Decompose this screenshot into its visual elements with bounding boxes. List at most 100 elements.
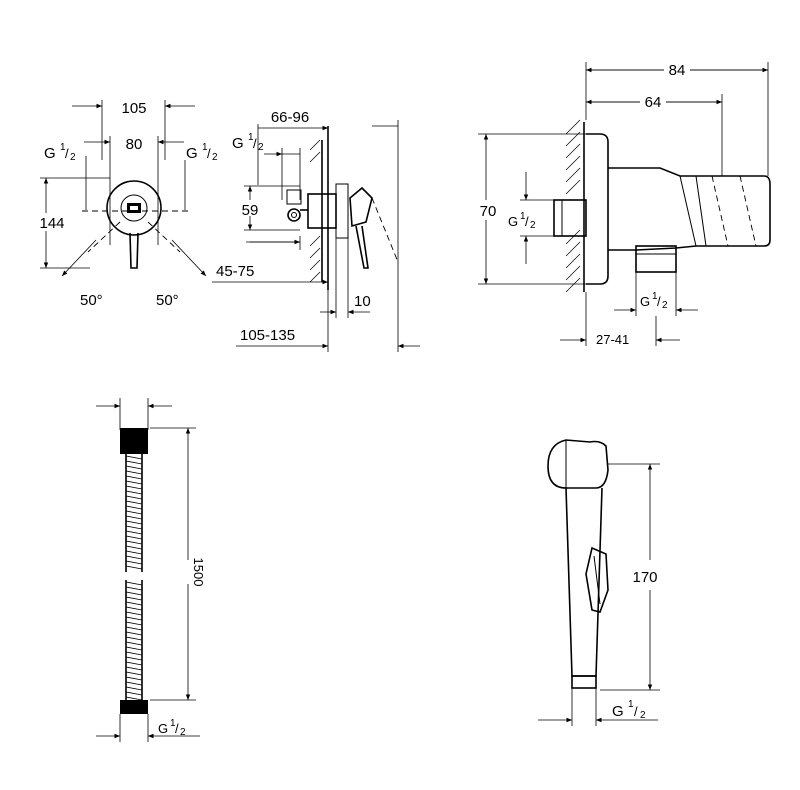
hand-shower-trigger: [585, 546, 609, 613]
thread-hand-shower-g: G: [612, 703, 624, 720]
thread-outlet-inlet-den: 2: [530, 220, 536, 231]
hand-shower-connector: [571, 675, 597, 689]
dim-mixer-height-inner: 59: [242, 202, 259, 219]
dim-hose-length: 1500: [191, 558, 206, 587]
mixer-front-view: 105 80 G 1 / 2 G 1 / 2 144: [34, 100, 218, 309]
hand-shower-head: [547, 439, 609, 489]
hose-view: 1500 G 1 / 2: [96, 398, 206, 742]
thread-mixer-right-den: 2: [212, 152, 218, 163]
thread-outlet-outlet-g: G: [640, 294, 650, 309]
dim-mixer-offset: 10: [354, 293, 371, 310]
dim-mixer-depth-bottom: 105-135: [240, 327, 295, 344]
thread-hand-shower-slash: /: [634, 704, 638, 719]
hose-rib: [125, 691, 143, 696]
dim-mixer-height: 144: [39, 215, 64, 232]
dim-outlet-width-partial: 64: [645, 94, 662, 111]
hose-rib: [125, 545, 143, 550]
hose-rib: [125, 631, 143, 636]
thread-side-den: 2: [258, 142, 264, 153]
hose-rib: [125, 560, 143, 565]
mixer-rosette: [106, 180, 162, 236]
thread-side-g: G: [232, 135, 244, 152]
hose-rib: [125, 651, 143, 656]
hose-rib: [125, 470, 143, 475]
thread-outlet-outlet-slash: /: [657, 294, 661, 309]
hose-rib: [125, 586, 143, 591]
dim-hand-shower-height: 170: [632, 569, 657, 586]
mixer-lever: [129, 232, 139, 269]
thread-mixer-left-den: 2: [70, 152, 76, 163]
thread-mixer-left-g: G: [44, 145, 56, 162]
hose-rib: [125, 581, 143, 586]
thread-outlet-outlet-den: 2: [662, 300, 668, 311]
hose-rib: [125, 681, 143, 686]
outlet-body: [586, 133, 609, 285]
thread-mixer-right-num: 1: [202, 142, 208, 153]
hose-rib: [125, 636, 143, 641]
hose-rib: [125, 500, 143, 505]
hose-rib: [125, 505, 143, 510]
hose-nut-bottom: [120, 700, 148, 714]
hose-rib: [125, 671, 143, 676]
hose-rib: [125, 485, 143, 490]
hose-rib: [125, 621, 143, 626]
thread-side-slash: /: [253, 136, 257, 151]
hose-rib: [125, 490, 143, 495]
hose-rib: [125, 460, 143, 465]
hose-rib: [125, 646, 143, 651]
dim-mixer-width-outer: 105: [121, 100, 146, 117]
angle-mixer-left: 50°: [80, 292, 103, 309]
outlet-connector: [635, 245, 677, 273]
hose-rib: [125, 606, 143, 611]
thread-hose-num: 1: [170, 718, 176, 729]
hose-rib: [125, 530, 143, 535]
thread-hand-shower-num: 1: [628, 699, 634, 710]
dim-mixer-depth-top: 66-96: [271, 109, 309, 126]
hose-rib: [125, 596, 143, 601]
thread-mixer-left-num: 1: [60, 142, 66, 153]
hose-rib: [125, 666, 143, 671]
hose-rib: [125, 475, 143, 480]
mixer-side-lever: [349, 186, 373, 228]
hose-rib: [125, 641, 143, 646]
hose-rib: [125, 480, 143, 485]
hand-shower-handle: [565, 487, 603, 677]
hose-rib: [125, 555, 143, 560]
hose-rib: [125, 676, 143, 681]
thread-hose-g: G: [158, 721, 168, 736]
thread-outlet-inlet-g: G: [508, 214, 518, 229]
hose-rib: [125, 520, 143, 525]
hose-rib: [125, 465, 143, 470]
dim-outlet-height: 70: [480, 203, 497, 220]
hose-rib: [125, 455, 143, 460]
hose-rib: [125, 565, 143, 570]
hose-rib: [125, 550, 143, 555]
dim-mixer-width-inner: 80: [126, 136, 143, 153]
hose-rib: [125, 510, 143, 515]
mixer-side-view: 66-96 G 1 / 2 59: [212, 109, 420, 352]
hose-rib: [125, 611, 143, 616]
angle-mixer-right: 50°: [156, 292, 179, 309]
dim-mixer-depth-mid: 45-75: [216, 263, 254, 280]
hose-rib: [125, 601, 143, 606]
thread-hose-slash: /: [175, 721, 179, 736]
thread-mixer-left-slash: /: [65, 146, 69, 161]
hose-rib: [125, 656, 143, 661]
hose-rib: [125, 591, 143, 596]
hose-body: [125, 454, 143, 700]
thread-hand-shower-den: 2: [640, 710, 646, 721]
hose-rib: [125, 696, 143, 701]
hose-rib: [125, 525, 143, 530]
thread-outlet-inlet-slash: /: [525, 214, 529, 229]
thread-hose-den: 2: [180, 727, 186, 738]
dim-outlet-depth: 27-41: [596, 332, 629, 347]
hose-rib: [125, 540, 143, 545]
hose-rib: [125, 515, 143, 520]
hose-rib: [125, 616, 143, 621]
thread-outlet-inlet-num: 1: [520, 211, 526, 222]
hose-rib: [125, 686, 143, 691]
hose-rib: [125, 495, 143, 500]
thread-side-num: 1: [248, 132, 254, 143]
hand-shower-view: 170 G 1 / 2: [538, 439, 666, 726]
